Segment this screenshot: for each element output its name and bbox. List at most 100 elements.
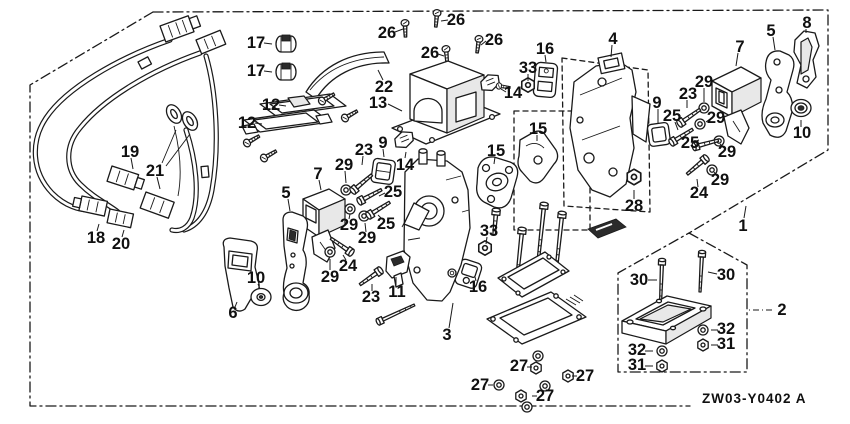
callout-22: 22 xyxy=(375,78,393,96)
callout-16: 16 xyxy=(469,278,487,296)
callout-leader xyxy=(377,214,383,220)
callout-leader xyxy=(448,302,454,329)
callout-3: 3 xyxy=(442,326,451,344)
callout-17: 17 xyxy=(247,34,265,52)
nut-28 xyxy=(626,168,642,186)
bracket-assembly-4 xyxy=(569,52,651,239)
cable-harness xyxy=(32,15,227,234)
bracket-plates-12 xyxy=(241,89,360,164)
callout-leader xyxy=(278,104,287,107)
callout-20: 20 xyxy=(112,235,130,253)
callout-9: 9 xyxy=(378,134,387,152)
cover-plate-22 xyxy=(305,51,390,100)
callout-12: 12 xyxy=(238,114,256,132)
callout-leader xyxy=(485,236,488,245)
callout-leader xyxy=(342,254,347,261)
callout-25: 25 xyxy=(681,134,699,152)
connector-20 xyxy=(106,208,135,229)
callout-23: 23 xyxy=(362,288,380,306)
callout-leader xyxy=(344,170,347,184)
callout-leader xyxy=(440,19,449,22)
plate-bracket-15b xyxy=(517,130,559,184)
callout-29: 29 xyxy=(695,73,713,91)
callout-27: 27 xyxy=(536,387,554,405)
callout-15: 15 xyxy=(487,142,505,160)
cam-bracket-15 xyxy=(476,156,519,236)
callout-4: 4 xyxy=(608,30,618,48)
housing-cover-13 xyxy=(391,60,501,145)
callout-14: 14 xyxy=(504,84,523,102)
callout-leader xyxy=(493,156,496,165)
callout-leader xyxy=(263,70,273,73)
callout-33: 33 xyxy=(480,222,498,240)
grommet-9-left xyxy=(370,157,396,185)
callout-32: 32 xyxy=(717,320,735,338)
callout-leader xyxy=(693,139,700,143)
callout-leader xyxy=(234,301,238,308)
callout-26: 26 xyxy=(421,44,439,62)
callout-2: 2 xyxy=(777,301,786,319)
clip-plate xyxy=(587,218,627,239)
callout-leader xyxy=(364,222,367,233)
callout-leader xyxy=(610,44,613,58)
washers-27 xyxy=(493,350,574,413)
nut-33-lower xyxy=(477,240,493,256)
callout-29: 29 xyxy=(711,171,729,189)
callout-10: 10 xyxy=(247,269,265,287)
callout-5: 5 xyxy=(281,184,290,202)
callout-leader xyxy=(348,213,351,220)
callout-leader xyxy=(705,118,711,123)
bracket-11 xyxy=(385,250,411,288)
callout-8: 8 xyxy=(802,14,811,32)
drawing-code: ZW03-Y0402 A xyxy=(702,391,807,406)
callout-31: 31 xyxy=(717,335,735,353)
callout-leader xyxy=(318,179,322,191)
callout-29: 29 xyxy=(340,216,358,234)
switch-16-lower xyxy=(454,258,483,289)
callout-leader xyxy=(474,276,477,282)
callout-33: 33 xyxy=(519,59,537,77)
callout-25: 25 xyxy=(384,183,402,201)
callout-leader xyxy=(96,223,100,232)
callout-leader xyxy=(377,69,384,81)
callout-29: 29 xyxy=(707,109,725,127)
callout-leader xyxy=(130,157,134,170)
callout-29: 29 xyxy=(718,143,736,161)
callout-leader xyxy=(361,155,364,166)
callout-leader xyxy=(287,198,291,212)
callout-leader xyxy=(500,88,507,93)
callout-25: 25 xyxy=(377,215,395,233)
callout-leader xyxy=(674,121,679,131)
callout-27: 27 xyxy=(510,357,528,375)
callout-10: 10 xyxy=(793,124,811,142)
connector-plug-b xyxy=(195,29,227,55)
callout-16: 16 xyxy=(536,40,554,58)
callout-17: 17 xyxy=(247,62,265,80)
callout-leader xyxy=(257,283,261,290)
switch-16-top xyxy=(532,61,559,99)
callout-12: 12 xyxy=(262,96,280,114)
callout-30: 30 xyxy=(717,266,735,284)
left-lever-assembly xyxy=(222,188,346,312)
callout-27: 27 xyxy=(471,376,489,394)
callout-leader xyxy=(544,54,547,63)
grommet-9-right xyxy=(646,121,671,147)
callout-leader xyxy=(696,178,699,188)
callout-23: 23 xyxy=(679,85,697,103)
grommet-clips-17 xyxy=(275,34,297,81)
callout-26: 26 xyxy=(378,24,396,42)
callout-leader xyxy=(719,143,725,149)
callout-24: 24 xyxy=(690,184,709,202)
callout-29: 29 xyxy=(335,156,353,174)
right-lever-assembly xyxy=(711,30,820,145)
callout-29: 29 xyxy=(321,268,339,286)
callout-leader xyxy=(743,205,747,219)
callout-7: 7 xyxy=(735,38,744,56)
callout-29: 29 xyxy=(358,229,376,247)
callout-31: 31 xyxy=(628,356,646,374)
connector-19 xyxy=(106,165,146,191)
callout-32: 32 xyxy=(628,341,646,359)
